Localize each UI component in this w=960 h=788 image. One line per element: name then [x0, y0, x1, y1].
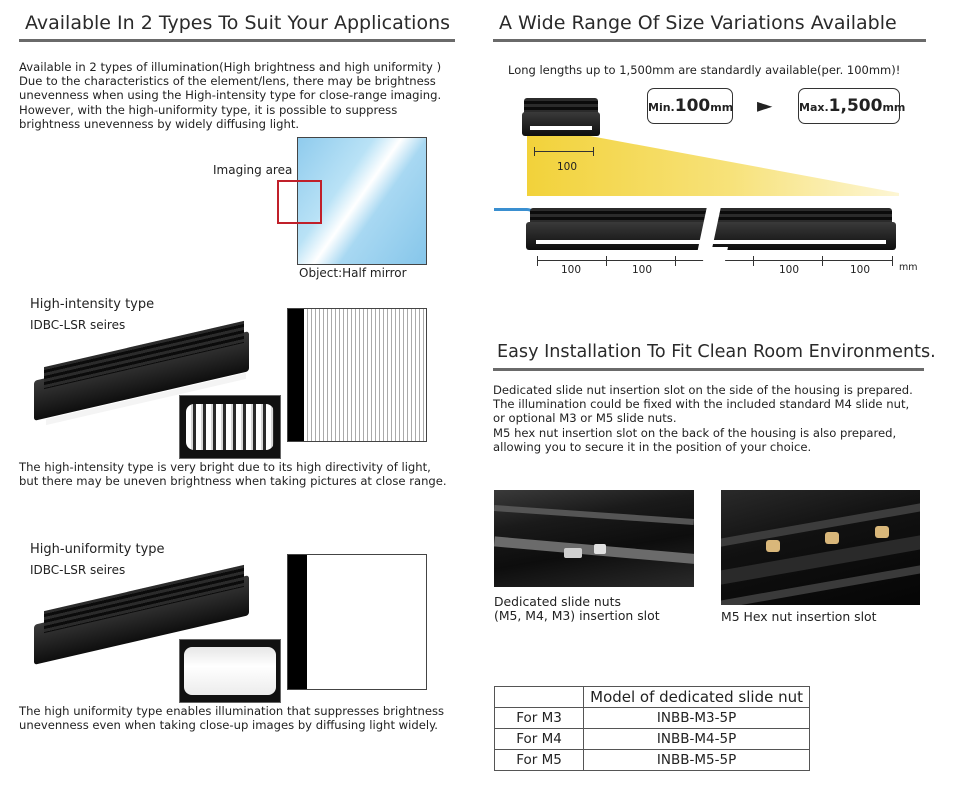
install-line: allowing you to secure it in the positio… — [493, 439, 812, 454]
short-dimension-line — [534, 147, 594, 156]
intro-line: Due to the characteristics of the elemen… — [19, 74, 436, 89]
ruler-label: 100 — [779, 264, 800, 276]
table-row: For M3 INBB-M3-5P — [493, 707, 810, 729]
table-header-cell: Model of dedicated slide nut — [583, 686, 810, 708]
min-size-box: Min.100mm — [647, 88, 733, 124]
install-line: M5 hex nut insertion slot on the back of… — [493, 425, 897, 440]
intro-line: unevenness when using the High-intensity… — [19, 88, 442, 103]
length-ruler — [537, 247, 893, 275]
hex-nut-caption: M5 Hex nut insertion slot — [721, 609, 877, 624]
table-cell: INBB-M5-5P — [583, 749, 810, 771]
table-cell: For M3 — [493, 707, 585, 729]
intro-paragraph: Available in 2 types of illumination(Hig… — [19, 60, 441, 131]
install-line: The illumination could be fixed with the… — [493, 397, 910, 412]
table-cell: For M4 — [493, 728, 585, 750]
high-intensity-result-image — [287, 308, 427, 442]
desc-line: but there may be uneven brightness when … — [19, 474, 447, 489]
imaging-area-label: Imaging area — [213, 163, 293, 177]
table-header-cell — [493, 686, 585, 708]
intro-line: brightness unevenness by widely diffusin… — [19, 116, 300, 131]
yellow-light-beam — [527, 136, 899, 196]
install-line: Dedicated slide nut insertion slot on th… — [493, 383, 913, 397]
high-uniformity-emitter-closeup — [179, 639, 281, 703]
size-section-title: A Wide Range Of Size Variations Availabl… — [493, 9, 926, 42]
long-light-bar — [526, 202, 896, 258]
arrow-right-icon: ► — [757, 93, 773, 117]
half-mirror-image — [297, 137, 427, 265]
high-uniformity-result-image — [287, 554, 427, 690]
imaging-area-box — [277, 180, 322, 224]
object-label: Object:Half mirror — [299, 266, 407, 280]
high-uniformity-description: The high uniformity type enables illumin… — [19, 704, 444, 732]
short-dimension-label: 100 — [557, 161, 578, 173]
table-cell: For M5 — [493, 749, 585, 771]
slide-nut-caption: Dedicated slide nuts (M5, M4, M3) insert… — [494, 595, 660, 623]
high-uniformity-type-label: High-uniformity type — [30, 542, 165, 557]
hex-nut-slot-photo — [721, 490, 920, 605]
install-line: or optional M3 or M5 slide nuts. — [493, 411, 677, 426]
table-header-row: Model of dedicated slide nut — [493, 686, 810, 708]
size-note: Long lengths up to 1,500mm are standardl… — [508, 63, 901, 77]
ruler-unit: mm — [899, 262, 918, 273]
left-section-title: Available In 2 Types To Suit Your Applic… — [19, 9, 455, 42]
intro-line: Available in 2 types of illumination(Hig… — [19, 60, 442, 74]
high-uniformity-series-label: IDBC-LSR seires — [30, 563, 126, 577]
caption-line: (M5, M4, M3) insertion slot — [494, 608, 660, 623]
slide-nut-model-table: Model of dedicated slide nut For M3 INBB… — [493, 686, 810, 771]
ruler-label: 100 — [561, 264, 582, 276]
max-size-box: Max.1,500mm — [798, 88, 905, 124]
table-cell: INBB-M3-5P — [583, 707, 810, 729]
install-section-title: Easy Installation To Fit Clean Room Envi… — [493, 338, 936, 371]
table-row: For M4 INBB-M4-5P — [493, 728, 810, 750]
high-intensity-series-label: IDBC-LSR seires — [30, 318, 126, 332]
table-cell: INBB-M4-5P — [583, 728, 810, 750]
slide-nut-slot-photo — [494, 490, 694, 587]
high-intensity-emitter-closeup — [179, 395, 281, 459]
intro-line: However, with the high-uniformity type, … — [19, 102, 398, 117]
ruler-label: 100 — [850, 264, 871, 276]
ruler-label: 100 — [632, 264, 653, 276]
desc-line: The high-intensity type is very bright d… — [19, 460, 431, 474]
install-paragraph: Dedicated slide nut insertion slot on th… — [493, 383, 913, 454]
short-light-bar — [522, 98, 600, 138]
caption-line: Dedicated slide nuts — [494, 594, 621, 609]
desc-line: The high uniformity type enables illumin… — [19, 704, 445, 718]
high-intensity-description: The high-intensity type is very bright d… — [19, 460, 447, 488]
table-row: For M5 INBB-M5-5P — [493, 749, 810, 771]
desc-line: unevenness even when taking close-up ima… — [19, 718, 438, 733]
high-intensity-type-label: High-intensity type — [30, 297, 155, 312]
